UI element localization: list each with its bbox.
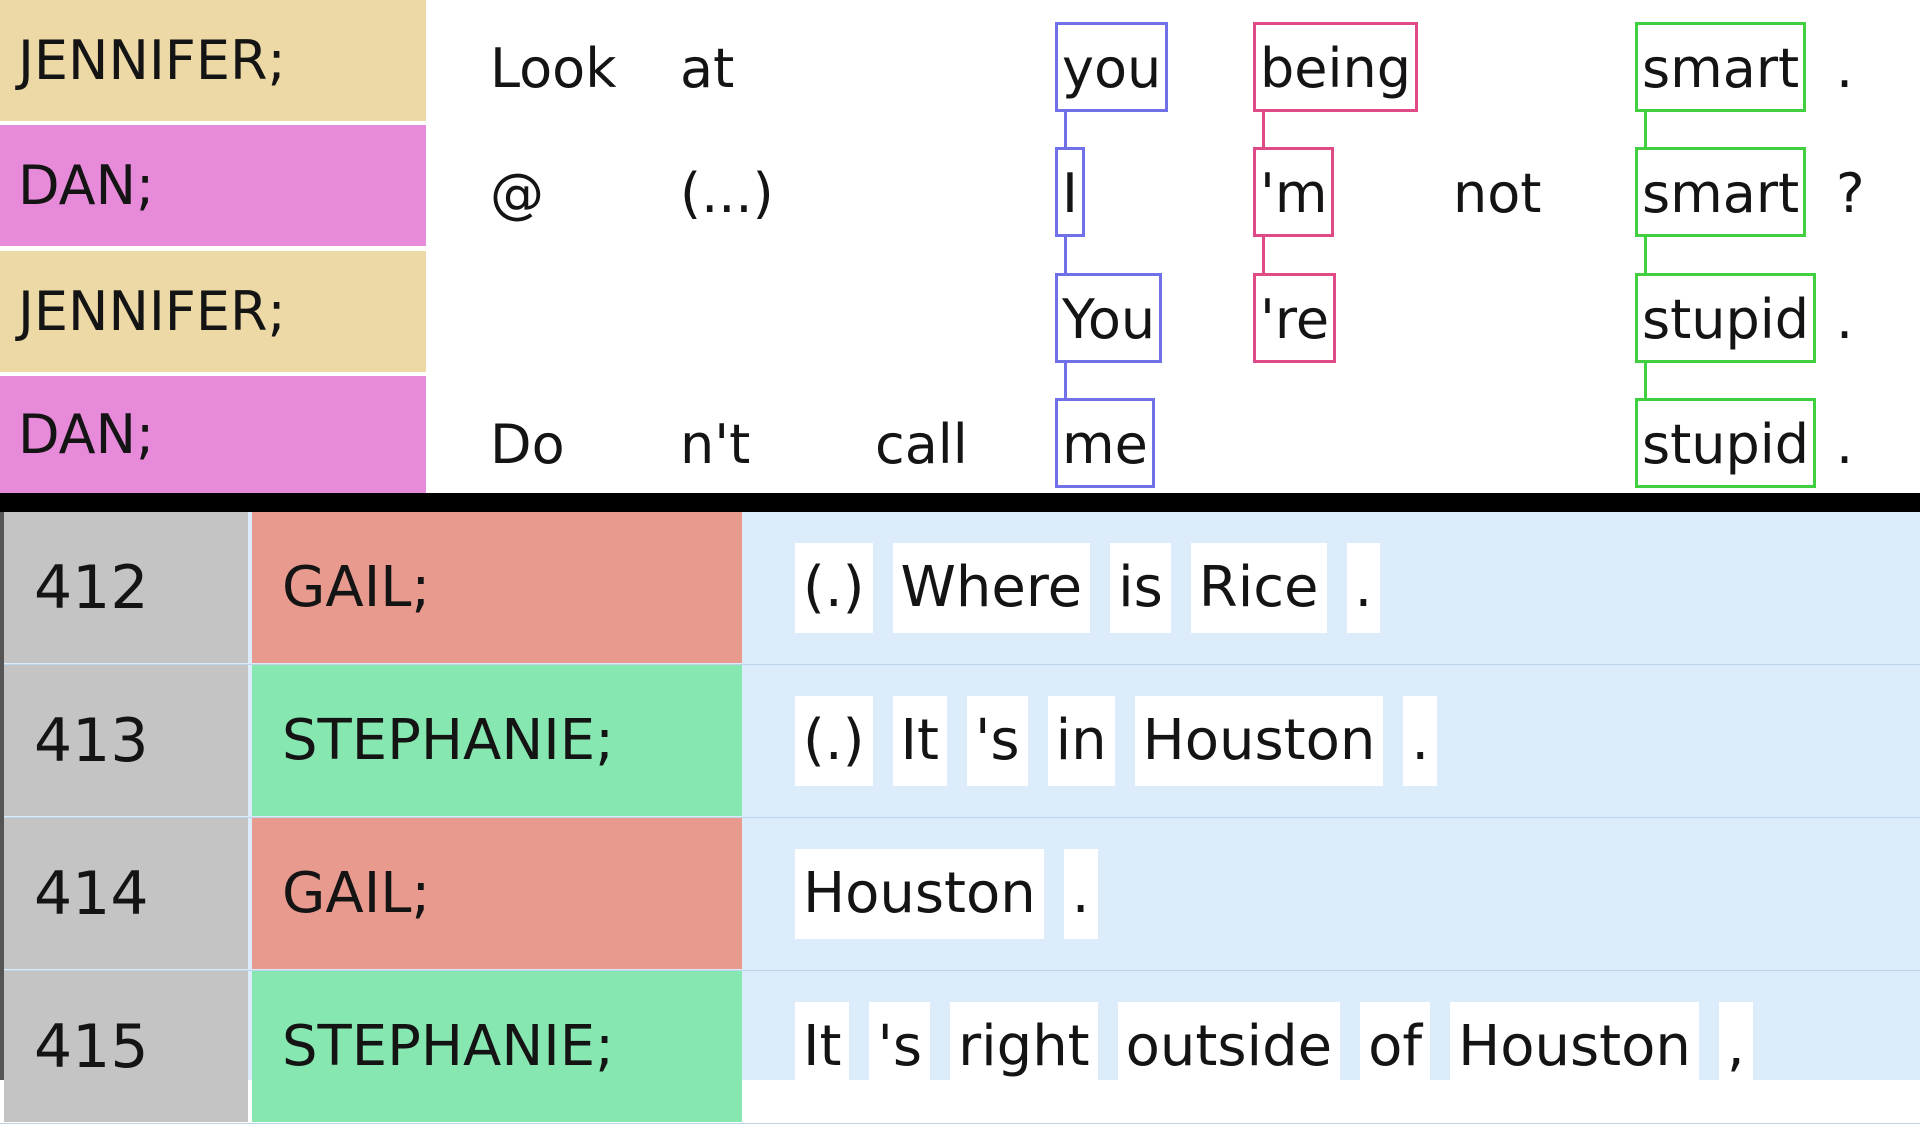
word-token[interactable]: . [1346,542,1381,633]
aligned-token[interactable]: me [1055,398,1155,488]
word-token[interactable]: in [1047,695,1115,786]
alignment-connector [1064,363,1067,398]
speaker-label[interactable]: DAN; [0,376,426,493]
word-token[interactable]: (.) [795,695,873,786]
token[interactable]: . [1836,413,1854,476]
token[interactable]: . [1836,288,1854,351]
token[interactable]: at [680,37,735,100]
word-token[interactable]: , [1718,1001,1753,1092]
speaker-cell[interactable]: STEPHANIE; [252,971,742,1122]
word-token[interactable]: Houston [1450,1001,1699,1092]
aligned-token[interactable]: smart [1635,22,1807,112]
token[interactable]: not [1453,162,1542,225]
aligned-token[interactable]: being [1253,22,1419,112]
speaker-label[interactable]: JENNIFER; [0,0,426,121]
word-token[interactable]: is [1110,542,1171,633]
utterance-tokens: Houston. [795,818,1098,969]
row-separator [0,970,1920,971]
alignment-connector [1644,363,1647,398]
word-token[interactable]: of [1360,1001,1431,1092]
token[interactable]: . [1836,37,1854,100]
pane-divider[interactable] [0,493,1920,512]
speaker-cell[interactable]: GAIL; [252,818,742,969]
speaker-label[interactable]: DAN; [0,125,426,246]
aligned-token[interactable]: stupid [1635,273,1817,363]
word-token[interactable]: 's [869,1001,931,1092]
line-number: 413 [4,665,248,816]
table-left-border [0,512,4,1080]
alignment-connector [1262,112,1265,147]
word-token[interactable]: . [1063,848,1098,939]
alignment-connector [1644,112,1647,147]
token[interactable]: @ [490,162,544,225]
token[interactable]: Look [490,37,617,100]
row-separator [0,664,1920,665]
word-token[interactable]: . [1403,695,1438,786]
alignment-connector [1064,112,1067,147]
aligned-token[interactable]: smart [1635,147,1807,237]
token[interactable]: n't [680,413,751,476]
line-number: 412 [4,512,248,663]
row-separator [0,817,1920,818]
line-number: 415 [4,971,248,1122]
alignment-connector [1644,237,1647,273]
word-token[interactable]: 's [966,695,1028,786]
aligned-token[interactable]: 're [1253,273,1337,363]
word-token[interactable]: Where [892,542,1091,633]
aligned-token[interactable]: you [1055,22,1169,112]
token[interactable]: ? [1836,162,1865,225]
aligned-token[interactable]: You [1055,273,1163,363]
word-token[interactable]: Rice [1190,542,1327,633]
token[interactable]: Do [490,413,565,476]
line-number: 414 [4,818,248,969]
word-token[interactable]: outside [1117,1001,1341,1092]
word-token[interactable]: (.) [795,542,873,633]
aligned-token[interactable]: I [1055,147,1085,237]
aligned-token[interactable]: stupid [1635,398,1817,488]
word-token[interactable]: It [795,1001,850,1092]
word-token[interactable]: Houston [795,848,1044,939]
alignment-connector [1262,237,1265,273]
word-token[interactable]: Houston [1134,695,1384,786]
token[interactable]: (...) [680,162,774,225]
word-token[interactable]: It [892,695,947,786]
aligned-token[interactable]: 'm [1253,147,1335,237]
token[interactable]: call [875,413,968,476]
speaker-label[interactable]: JENNIFER; [0,251,426,372]
word-token[interactable]: right [950,1001,1098,1092]
speaker-cell[interactable]: GAIL; [252,512,742,663]
alignment-connector [1064,237,1067,273]
speaker-cell[interactable]: STEPHANIE; [252,665,742,816]
